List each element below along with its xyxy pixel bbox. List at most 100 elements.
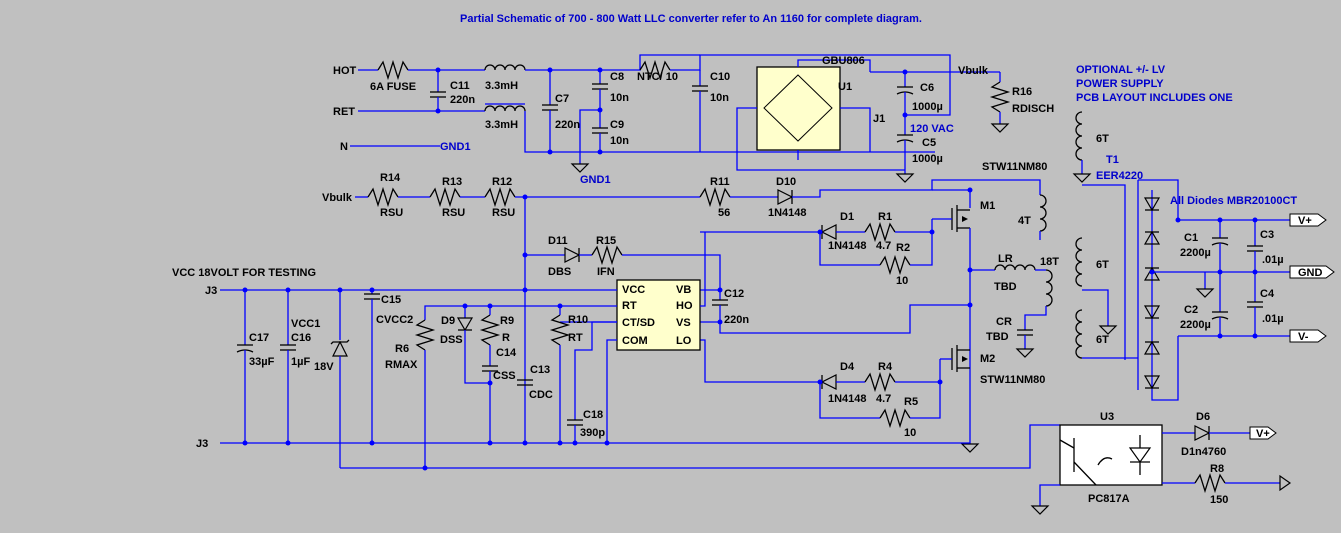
c17-value: 33µF — [249, 356, 275, 368]
controller-section: D11 DBS R15 IFN VCC 18VOLT FOR TESTING J… — [172, 197, 1060, 471]
d1-label: D1 — [840, 211, 854, 223]
vcc1-label: VCC1 — [291, 318, 320, 330]
c5-label: C5 — [922, 137, 936, 149]
r2-value: 10 — [896, 275, 908, 287]
r14-label: R14 — [380, 172, 401, 184]
hot-label: HOT — [333, 65, 357, 77]
r2-label: R2 — [896, 242, 910, 254]
r1-value: 4.7 — [876, 240, 891, 252]
r5-value: 10 — [904, 427, 916, 439]
ac-input-section: HOT RET N GND1 GND1 6A FUSE C11 220n 3.3… — [333, 54, 1054, 186]
c12-value: 220n — [724, 314, 749, 326]
c6-value: 1000µ — [912, 101, 943, 113]
c10-value: 10n — [710, 92, 729, 104]
m2-label: M2 — [980, 353, 995, 365]
c9-value: 10n — [610, 135, 629, 147]
vplus1-label: V+ — [1298, 215, 1312, 227]
half-bridge-section: Vbulk R14 RSU R13 RSU R12 RSU R11 56 D10… — [322, 161, 1059, 453]
r16-value: RDISCH — [1012, 103, 1054, 115]
c13-label: C13 — [530, 364, 550, 376]
lr-value: TBD — [994, 281, 1017, 293]
gnd1-label-a: GND1 — [440, 141, 471, 153]
eer-label: EER4220 — [1096, 170, 1143, 182]
vplus2-label: V+ — [1256, 428, 1270, 440]
c2-label: C2 — [1184, 304, 1198, 316]
j3a-label: J3 — [205, 285, 217, 297]
c1-label: C1 — [1184, 232, 1198, 244]
u3-label: U3 — [1100, 411, 1114, 423]
gnd-label: GND — [1298, 267, 1323, 279]
ntc-label: NTC/ 10 — [637, 71, 678, 83]
fuse-label: 6A FUSE — [370, 81, 416, 93]
gbu-label: GBU806 — [822, 55, 865, 67]
c11-value: 220n — [450, 94, 475, 106]
cr-value: TBD — [986, 331, 1009, 343]
t4-label: 4T — [1018, 215, 1031, 227]
c18-label: C18 — [583, 409, 603, 421]
r13-value: RSU — [442, 207, 465, 219]
d9-value: DSS — [440, 334, 463, 346]
r10-value: RT — [568, 332, 583, 344]
ret-label: RET — [333, 106, 355, 118]
c9-label: C9 — [610, 119, 624, 131]
d4-label: D4 — [840, 361, 855, 373]
c6-label: C6 — [920, 82, 934, 94]
d4-value: 1N4148 — [828, 393, 867, 405]
t6a-label: 6T — [1096, 133, 1109, 145]
c4-value: .01µ — [1262, 313, 1284, 325]
n-label: N — [340, 141, 348, 153]
d1-value: 1N4148 — [828, 240, 867, 252]
c13-value: CDC — [529, 389, 553, 401]
c10-label: C10 — [710, 71, 730, 83]
c14-value: CSS — [493, 370, 516, 382]
r16-label: R16 — [1012, 86, 1032, 98]
c2-value: 2200µ — [1180, 319, 1211, 331]
pin-ho: HO — [676, 300, 693, 312]
c16-label: C16 — [291, 332, 311, 344]
c4-label: C4 — [1260, 288, 1275, 300]
c3-value: .01µ — [1262, 254, 1284, 266]
llc-controller-ic — [616, 279, 701, 351]
lr-label: LR — [998, 253, 1013, 265]
c7-label: C7 — [555, 93, 569, 105]
c15-value: CVCC2 — [376, 314, 413, 326]
c15-label: C15 — [381, 294, 401, 306]
r14-value: RSU — [380, 207, 403, 219]
r6-label: R6 — [395, 343, 409, 355]
r9-value: R — [502, 332, 510, 344]
d6-label: D6 — [1196, 411, 1210, 423]
pin-rt: RT — [622, 300, 637, 312]
r11-label: R11 — [710, 176, 730, 188]
r11-value: 56 — [718, 207, 730, 219]
j3b-label: J3 — [196, 438, 208, 450]
schematic-title: Partial Schematic of 700 - 800 Watt LLC … — [460, 13, 922, 25]
d10-value: 1N4148 — [768, 207, 807, 219]
feedback-section: U3 PC817A D6 D1n4760 V+ R8 150 — [1031, 411, 1292, 515]
c8-value: 10n — [610, 92, 629, 104]
j1-label: J1 — [873, 113, 885, 125]
t1-label: T1 — [1106, 154, 1119, 166]
r15-value: IFN — [597, 266, 615, 278]
r10-label: R10 — [568, 314, 588, 326]
c7-value: 220n — [555, 119, 580, 131]
u3-value: PC817A — [1088, 493, 1130, 505]
vac-label: 120 VAC — [910, 123, 954, 135]
c14-label: C14 — [496, 347, 517, 359]
optional-label-2: POWER SUPPLY — [1076, 78, 1164, 90]
optional-lv-supply: OPTIONAL +/- LV POWER SUPPLY PCB LAYOUT … — [1073, 64, 1335, 401]
c11-label: C11 — [450, 80, 470, 92]
r15-label: R15 — [596, 235, 616, 247]
u1-label: U1 — [838, 81, 852, 93]
r4-value: 4.7 — [876, 393, 891, 405]
l2-value: 3.3mH — [485, 119, 518, 131]
r8-label: R8 — [1210, 463, 1224, 475]
optional-label-1: OPTIONAL +/- LV — [1076, 64, 1166, 76]
r12-value: RSU — [492, 207, 515, 219]
vminus-label: V- — [1298, 331, 1309, 343]
pin-vcc: VCC — [622, 284, 645, 296]
c8-label: C8 — [610, 71, 624, 83]
r1-label: R1 — [878, 211, 892, 223]
gnd1-label-b: GND1 — [580, 174, 611, 186]
optional-label-3: PCB LAYOUT INCLUDES ONE — [1076, 92, 1233, 104]
